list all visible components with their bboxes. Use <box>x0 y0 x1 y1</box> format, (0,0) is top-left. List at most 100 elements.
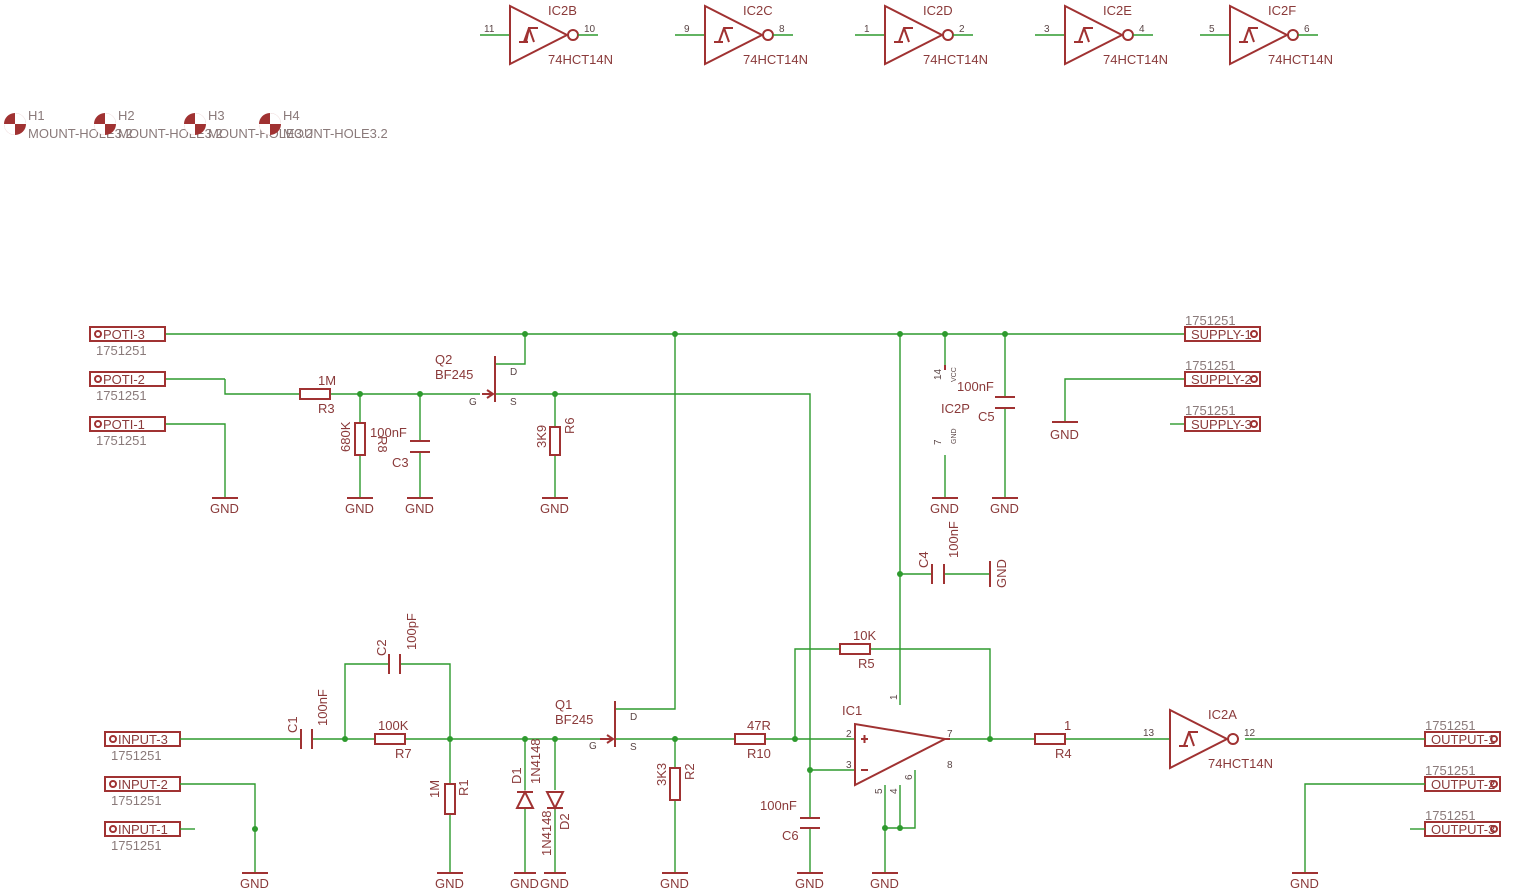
connector-input-3: INPUT-3 1751251 <box>104 731 181 763</box>
jfet-q2: Q2 BF245 G D S <box>435 352 517 408</box>
ic2b-pin-out: 10 <box>584 24 596 35</box>
ic2p-gnd: GND <box>951 428 958 444</box>
h4-part: MOUNT-HOLE3.2 <box>283 126 388 141</box>
gnd-c3: GND <box>405 497 434 516</box>
gnd-input-label: GND <box>240 876 269 891</box>
c3-value: 100nF <box>370 425 407 440</box>
resistor-r10: 47R R10 <box>734 718 771 761</box>
gnd-c3-label: GND <box>405 501 434 516</box>
connector-poti-2: POTI-2 1751251 <box>89 371 166 403</box>
capacitor-c6: 100nF C6 <box>760 798 820 843</box>
r6-value: 3K9 <box>534 425 549 448</box>
gnd-d1-label: GND <box>510 876 539 891</box>
input-3-part: 1751251 <box>111 748 162 763</box>
ic2a-inverter: 13 12 IC2A 74HCT14N <box>1143 707 1273 771</box>
gnd-c4-label: GND <box>994 559 1009 588</box>
ic2d-inverter: 1 2 IC2D 74HCT14N <box>855 3 988 67</box>
ic2p-vcc: VCC <box>951 367 958 382</box>
gnd-r8: GND <box>345 497 374 516</box>
ic2b-pin-in: 11 <box>484 24 495 35</box>
r1-name: R1 <box>456 779 471 796</box>
h1-name: H1 <box>28 108 45 123</box>
c2-name: C2 <box>374 639 389 656</box>
c5-value: 100nF <box>957 379 994 394</box>
input-2-label: INPUT-2 <box>118 777 168 792</box>
d2-name: D2 <box>557 813 572 830</box>
ic2c-name: IC2C <box>743 3 773 18</box>
c2-value: 100pF <box>404 613 419 650</box>
ic1-pin7: 7 <box>947 729 953 740</box>
ic1-pin3: 3 <box>846 760 852 771</box>
output-3-part: 1751251 <box>1425 808 1476 823</box>
d1-part: 1N4148 <box>528 738 543 784</box>
gnd-poti: GND <box>210 497 239 516</box>
supply-2-label: SUPPLY-2 <box>1191 372 1252 387</box>
ic2a-part: 74HCT14N <box>1208 756 1273 771</box>
h4-name: H4 <box>283 108 300 123</box>
ic2c-inverter: 9 8 IC2C 74HCT14N <box>675 3 808 67</box>
gnd-d2-label: GND <box>540 876 569 891</box>
c6-value: 100nF <box>760 798 797 813</box>
ic2e-name: IC2E <box>1103 3 1132 18</box>
ic2d-part: 74HCT14N <box>923 52 988 67</box>
r7-value: 100K <box>378 718 409 733</box>
gnd-input: GND <box>240 872 269 891</box>
ic2f-inverter: 5 6 IC2F 74HCT14N <box>1200 3 1333 67</box>
c1-name: C1 <box>285 716 300 733</box>
c4-value: 100nF <box>946 521 961 558</box>
connector-input-1: INPUT-1 1751251 <box>104 821 181 853</box>
gnd-r1-label: GND <box>435 876 464 891</box>
input-1-part: 1751251 <box>111 838 162 853</box>
q1-gate: G <box>589 741 597 752</box>
connector-supply-1: SUPPLY-1 1751251 <box>1184 313 1261 342</box>
junctions-lower <box>252 736 993 832</box>
c5-name: C5 <box>978 409 995 424</box>
q2-source: S <box>510 397 517 408</box>
poti-2-part: 1751251 <box>96 388 147 403</box>
gnd-ic1: GND <box>870 872 899 891</box>
resistor-r1: 1M R1 <box>427 779 471 815</box>
gnd-ic2p: GND <box>930 497 959 516</box>
ic1-pin4: 4 <box>889 788 900 794</box>
connector-input-2: INPUT-2 1751251 <box>104 776 181 808</box>
wires-upper <box>165 333 1185 770</box>
ic2f-pin-in: 5 <box>1209 24 1215 35</box>
ic2c-pin-in: 9 <box>684 24 690 35</box>
resistor-r4: 1 R4 <box>1034 718 1072 761</box>
gnd-r1: GND <box>435 872 464 891</box>
r5-name: R5 <box>858 656 875 671</box>
connector-supply-2: SUPPLY-2 1751251 <box>1184 358 1261 387</box>
ic2e-pin-out: 4 <box>1139 24 1145 35</box>
q2-part: BF245 <box>435 367 473 382</box>
ic2b-part: 74HCT14N <box>548 52 613 67</box>
poti-3-label: POTI-3 <box>103 327 145 342</box>
q2-gate: G <box>469 397 477 408</box>
connector-poti-1: POTI-1 1751251 <box>89 416 166 448</box>
r1-value: 1M <box>427 780 442 798</box>
r3-value: 1M <box>318 373 336 388</box>
mount-hole-h4: H4 MOUNT-HOLE3.2 <box>259 108 388 141</box>
h3-part: MOUNT-HOLE3.2 <box>208 126 313 141</box>
poti-3-part: 1751251 <box>96 343 147 358</box>
ic2p-name: IC2P <box>941 401 970 416</box>
input-3-label: INPUT-3 <box>118 732 168 747</box>
connector-poti-3: POTI-3 1751251 <box>89 326 166 358</box>
c4-name: C4 <box>916 551 931 568</box>
ic2p-pin14: 14 <box>933 368 944 380</box>
gnd-r2: GND <box>660 872 689 891</box>
ic2e-part: 74HCT14N <box>1103 52 1168 67</box>
resistor-r3: 1M R3 <box>299 373 336 416</box>
r4-value: 1 <box>1064 718 1071 733</box>
d2-part: 1N4148 <box>539 810 554 856</box>
gnd-c6-label: GND <box>795 876 824 891</box>
gnd-ic1-label: GND <box>870 876 899 891</box>
ic2p-power: 14 VCC IC2P 7 GND <box>933 365 970 445</box>
poti-2-label: POTI-2 <box>103 372 145 387</box>
gnd-r6: GND <box>540 497 569 516</box>
gnd-supply: GND <box>1050 421 1079 442</box>
resistor-r6: 3K9 R6 <box>534 417 577 456</box>
ic2d-name: IC2D <box>923 3 953 18</box>
capacitor-c1: C1 100nF <box>285 689 330 749</box>
resistor-r8: 680K R8 <box>338 421 390 456</box>
